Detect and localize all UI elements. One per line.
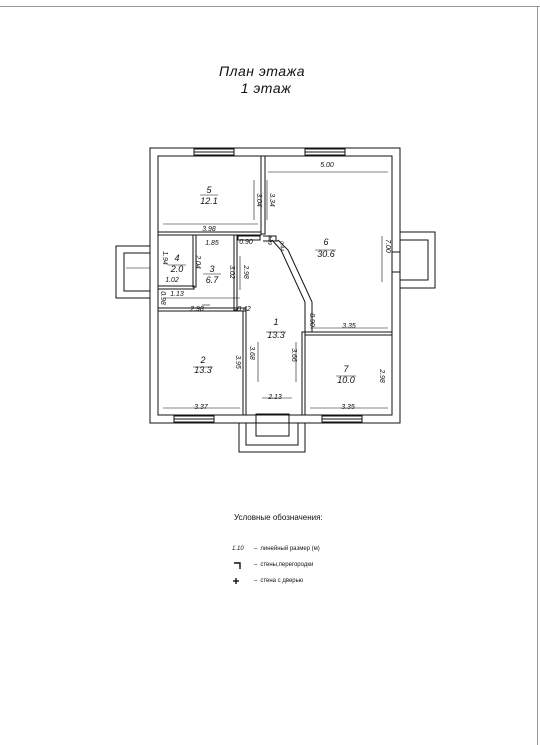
partition-5-6 — [260, 155, 266, 235]
plan-title: План этажа — [218, 63, 305, 79]
room-7-number: 7 — [343, 364, 349, 374]
dim-3.34: 3.34 — [268, 193, 275, 207]
room-4-area: 2.0 — [170, 264, 184, 274]
dim-3.04: 3.04 — [255, 193, 262, 207]
dim-2.13: 2.13 — [267, 394, 282, 401]
dim-0.42: 0.42 — [237, 306, 251, 313]
porch-left-outer — [115, 245, 151, 299]
dim-3.68: 3.68 — [248, 346, 255, 360]
partition-5-3 — [157, 231, 262, 236]
dim-1.85: 1.85 — [205, 240, 219, 247]
porch-bottom-inner — [245, 422, 299, 446]
door-mark-1 — [237, 235, 261, 241]
legend-row-door-wall: –стена с дверью — [254, 578, 304, 584]
dim-1.02: 1.02 — [165, 277, 179, 284]
dim-1.94: 1.94 — [161, 251, 168, 265]
dim-3.66: 3.66 — [290, 348, 297, 362]
room-2-area: 13.3 — [194, 365, 212, 375]
dim-0.44: 0.44 — [278, 241, 284, 251]
partition-6-7 — [304, 331, 393, 336]
legend-dimension-symbol: 1.10 — [232, 546, 244, 552]
dim-3.02: 3.02 — [228, 265, 235, 279]
partition-1-7 — [301, 331, 306, 416]
dim-1.13: 1.13 — [170, 291, 184, 298]
dim-3.35-top: 3.35 — [342, 323, 356, 330]
dim-5.00: 5.00 — [320, 162, 334, 169]
entrance-step — [255, 413, 290, 437]
room-3-number: 3 — [209, 264, 214, 274]
dim-2.04: 2.04 — [194, 254, 201, 269]
room-3-area: 6.7 — [206, 275, 220, 285]
room-2-number: 2 — [199, 355, 205, 365]
room-4-number: 4 — [174, 253, 179, 263]
door-wall-legend-symbol — [233, 578, 239, 584]
room-5-number: 5 — [206, 185, 212, 195]
partition-3-2 — [157, 307, 247, 312]
legend-row-walls: –стены,перегородки — [254, 562, 314, 568]
diagonal-wall — [271, 239, 306, 338]
dim-3.95: 3.95 — [234, 355, 241, 369]
dim-2.98-room2: 2.98 — [189, 306, 204, 313]
legend-dimension-text: линейный размер (м) — [260, 546, 320, 552]
walls — [115, 147, 436, 453]
porch-right-inner — [399, 239, 429, 281]
dim-2.98-room7: 2.98 — [378, 368, 385, 383]
porch-left-inner — [123, 252, 151, 292]
partition-4-bottom — [157, 285, 195, 290]
dim-0.90-diag: 0.90 — [308, 313, 315, 327]
room-5-area: 12.1 — [200, 196, 218, 206]
room-1-number: 1 — [273, 317, 278, 327]
room-6-area: 30.6 — [317, 249, 335, 259]
door-mark-2 — [269, 235, 277, 242]
legend-door-wall-text: стена с дверью — [260, 578, 304, 584]
dim-3.37: 3.37 — [194, 404, 209, 411]
dim-0.09: 0.09 — [266, 235, 272, 245]
dim-3.98: 3.98 — [202, 226, 216, 233]
room-7-area: 10.0 — [337, 375, 355, 385]
dim-0.90-top: 0.90 — [239, 239, 253, 246]
legend-walls-text: стены,перегородки — [260, 562, 314, 568]
partition-3-1 — [233, 234, 238, 311]
room-6-number: 6 — [323, 237, 328, 247]
floor-subtitle: 1 этаж — [240, 80, 292, 96]
sheet-frame-top — [0, 6, 540, 7]
dim-2.98-room3: 2.98 — [242, 264, 249, 279]
dim-3.35-bottom: 3.35 — [341, 404, 355, 411]
legend-row-dimension: 1.10–линейный размер (м) — [232, 546, 320, 552]
porch-bottom-outer — [238, 422, 306, 453]
sheet-frame-right — [537, 6, 538, 745]
wall-legend-symbol — [234, 562, 241, 569]
room-1-area: 13.3 — [267, 330, 285, 340]
dim-7.00: 7.00 — [384, 239, 391, 253]
legend-title: Условные обозначения: — [234, 513, 323, 522]
partition-2-1 — [242, 310, 247, 416]
dim-0.98: 0.98 — [159, 291, 166, 305]
